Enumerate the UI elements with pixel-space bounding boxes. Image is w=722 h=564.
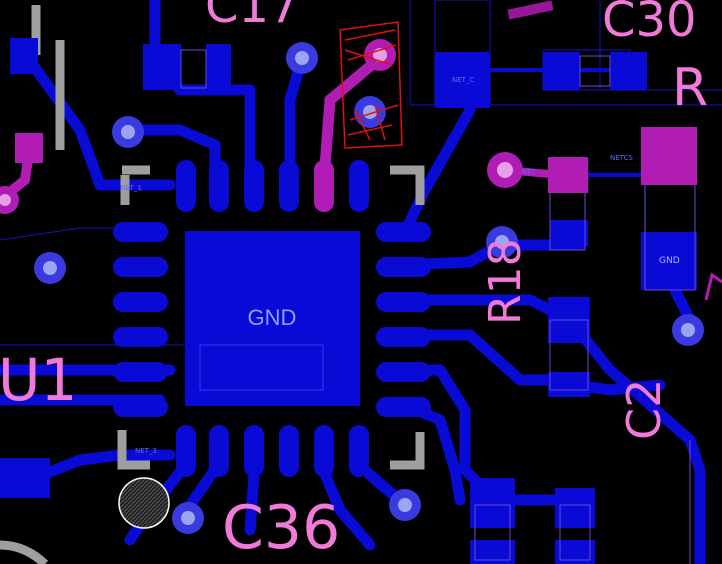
net-labels: NET_1 NET_C NETCS NET NET_3 xyxy=(120,76,633,455)
via[interactable] xyxy=(389,489,421,521)
pad-c2-2[interactable] xyxy=(548,372,590,397)
pad-r18-1[interactable] xyxy=(550,220,588,246)
thermal-outline xyxy=(199,344,324,391)
silk-r18: R18 xyxy=(480,238,531,325)
gnd-exposed-pad[interactable] xyxy=(185,231,360,406)
pin-bottom-5[interactable] xyxy=(314,425,334,477)
silk-c36: C36 xyxy=(222,493,340,563)
pin-right-4[interactable] xyxy=(376,327,431,347)
pad-c17-1[interactable] xyxy=(143,44,181,90)
silk-c30: C30 xyxy=(602,0,697,48)
via-top[interactable] xyxy=(364,39,396,71)
svg-text:NET: NET xyxy=(522,168,537,176)
pin-left-3[interactable] xyxy=(113,292,168,312)
qfn-right-pins[interactable] xyxy=(376,222,431,417)
svg-text:NET_3: NET_3 xyxy=(135,447,157,455)
silkscreen-text: C17 C30 R U1 C36 R18 C2 GND xyxy=(0,0,708,563)
via[interactable] xyxy=(354,96,386,128)
silk-u1: U1 xyxy=(0,346,77,414)
silk-r: R xyxy=(672,58,708,118)
pad-bottom-2[interactable] xyxy=(555,488,595,528)
via-top[interactable] xyxy=(0,186,19,214)
pin-bottom-4[interactable] xyxy=(279,425,299,477)
svg-text:NET_C: NET_C xyxy=(452,76,474,84)
pin-left-6[interactable] xyxy=(113,397,168,417)
pad-left-bottom[interactable] xyxy=(0,458,50,498)
pin-top-6[interactable] xyxy=(349,160,369,212)
pin-bottom-1[interactable] xyxy=(176,425,196,477)
via[interactable] xyxy=(486,226,518,258)
rework-markup xyxy=(339,21,403,149)
svg-text:NETCS: NETCS xyxy=(610,154,633,162)
svg-text:NET_1: NET_1 xyxy=(120,184,142,192)
via[interactable] xyxy=(34,252,66,284)
gnd-pad-label: GND xyxy=(248,305,297,330)
qfn-package-u1[interactable]: GND xyxy=(185,231,360,406)
via[interactable] xyxy=(172,502,204,534)
pin-left-1[interactable] xyxy=(113,222,168,242)
pad-top-left-magenta[interactable] xyxy=(15,133,43,163)
smd-pads[interactable] xyxy=(0,38,697,564)
pad-c30-2[interactable] xyxy=(610,52,647,90)
via-top[interactable] xyxy=(487,152,523,188)
courtyard-corner-marks xyxy=(0,5,425,564)
silk-c2: C2 xyxy=(617,379,671,440)
vias[interactable] xyxy=(0,39,704,534)
pin-left-4[interactable] xyxy=(113,327,168,347)
via[interactable] xyxy=(112,116,144,148)
gnd-small-label: GND xyxy=(659,256,680,266)
pin-bottom-6[interactable] xyxy=(349,425,369,477)
edge-arrow xyxy=(704,272,722,301)
pin-bottom-2[interactable] xyxy=(209,425,229,477)
silk-c17: C17 xyxy=(205,0,300,34)
pin-bottom-3[interactable] xyxy=(244,425,264,477)
pin-right-5[interactable] xyxy=(376,362,431,382)
qfn-left-pins[interactable] xyxy=(113,222,168,417)
pin-left-5[interactable] xyxy=(113,362,168,382)
pad-top-right[interactable] xyxy=(641,127,697,185)
qfn-bottom-pins[interactable] xyxy=(176,425,369,477)
pin-top-2[interactable] xyxy=(209,160,229,212)
pad-gnd-right[interactable] xyxy=(641,232,697,290)
pin-left-2[interactable] xyxy=(113,257,168,277)
pin-top-4[interactable] xyxy=(279,160,299,212)
pin-right-2[interactable] xyxy=(376,257,431,277)
pin-top-3[interactable] xyxy=(244,160,264,212)
pin-right-6[interactable] xyxy=(376,397,431,417)
pad-c17-2[interactable] xyxy=(206,44,231,90)
pad-c30-1[interactable] xyxy=(543,52,580,90)
pad-top-left[interactable] xyxy=(10,38,38,74)
pad-bottom-1[interactable] xyxy=(470,478,515,528)
pad-top-r18[interactable] xyxy=(548,157,588,193)
pin-top-1[interactable] xyxy=(176,160,196,212)
pin-right-1[interactable] xyxy=(376,222,431,242)
pad-top-mid[interactable] xyxy=(435,52,490,108)
top-trace-pin5 xyxy=(318,52,386,186)
pin-right-3[interactable] xyxy=(376,292,431,312)
fiducial-hatched xyxy=(118,477,170,529)
silk-top-bar xyxy=(507,0,554,20)
via[interactable] xyxy=(672,314,704,346)
via[interactable] xyxy=(286,42,318,74)
